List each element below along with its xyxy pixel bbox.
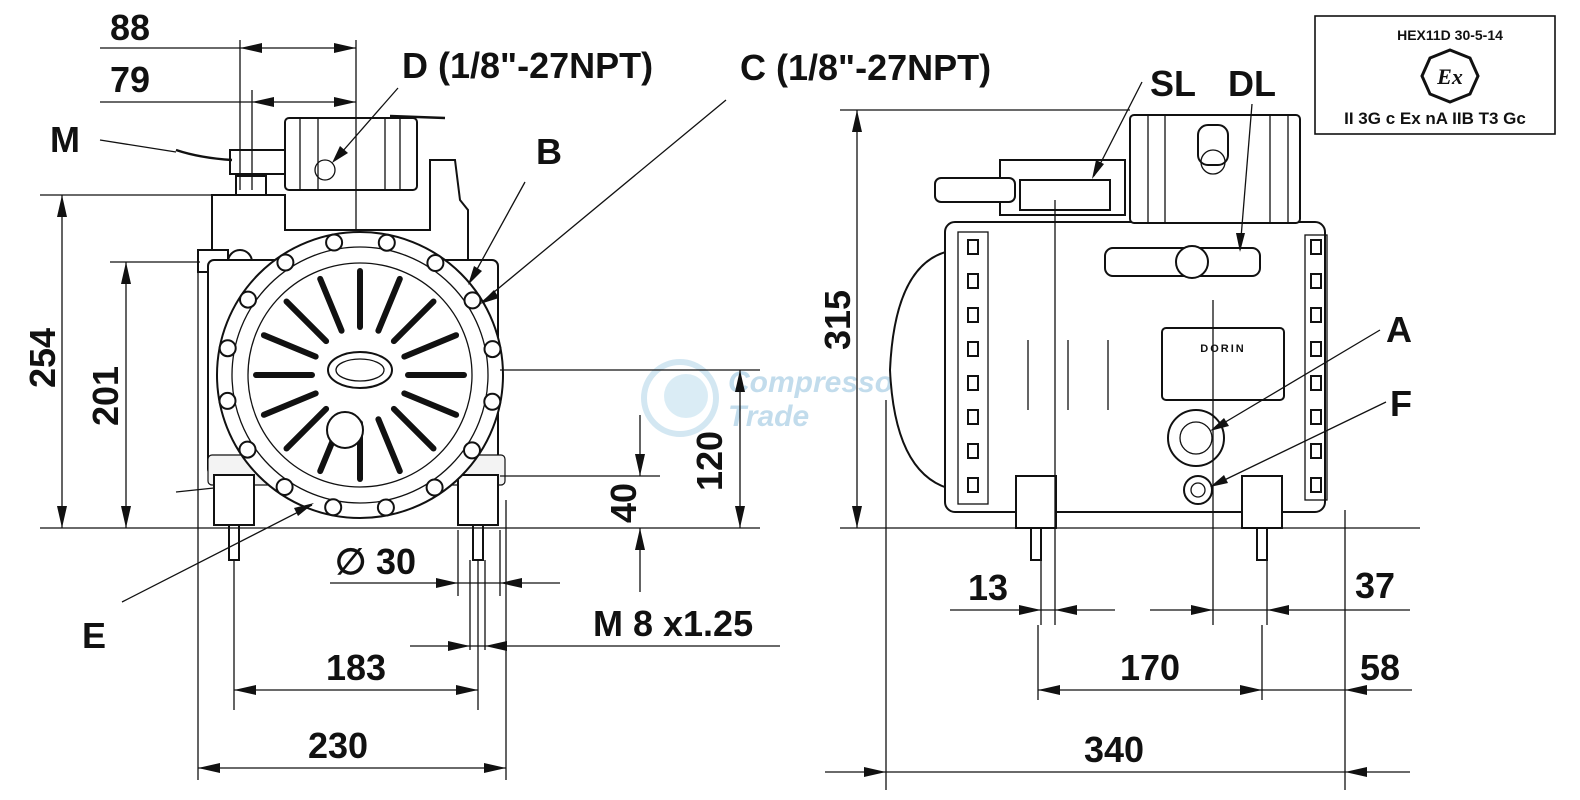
flange-bolt-icon xyxy=(967,307,979,323)
watermark-line2: Trade xyxy=(728,400,809,433)
cover-rib xyxy=(375,416,403,475)
dia-symbol: ∅ xyxy=(335,541,366,582)
fitting-m xyxy=(229,149,286,175)
dim-183: 183 xyxy=(326,647,386,688)
cover-bolt-icon xyxy=(376,498,395,517)
cover-bolt-icon xyxy=(239,290,257,309)
cover-bolt-icon xyxy=(483,340,502,359)
watermark-line1: Compressor xyxy=(728,366,907,399)
flange-bolt-icon xyxy=(967,273,979,289)
flange-bolt-icon xyxy=(967,239,979,255)
dim-315: 315 xyxy=(817,290,858,350)
certification-code: HEX11D 30-5-14 xyxy=(1397,27,1503,43)
watermark-globe-icon xyxy=(641,359,719,437)
label-f: F xyxy=(1390,383,1412,424)
cover-rib xyxy=(317,275,345,334)
flange-bolt-icon xyxy=(967,375,979,391)
flange-bolt-icon xyxy=(1310,307,1322,323)
ex-hexagon-icon xyxy=(1420,48,1480,104)
dim-254: 254 xyxy=(22,328,63,388)
certification-box: HEX11D 30-5-14 Ex II 3G c Ex nA IIB T3 G… xyxy=(1314,15,1556,135)
cover-bolt-icon xyxy=(276,253,295,272)
cover-rib xyxy=(401,332,460,360)
cover-rib xyxy=(390,298,437,345)
flange-bolt-icon xyxy=(1310,273,1322,289)
dim-40: 40 xyxy=(603,483,644,523)
cover-rib xyxy=(283,298,330,345)
cover-bolt-icon xyxy=(463,441,481,460)
flange-bolt-icon xyxy=(1310,409,1322,425)
foot-left xyxy=(213,474,255,526)
certification-rating: II 3G c Ex nA IIB T3 Gc xyxy=(1344,109,1526,128)
label-b: B xyxy=(536,131,562,172)
dim-230: 230 xyxy=(308,725,368,766)
dim-13: 13 xyxy=(968,567,1008,608)
flange-bolt-icon xyxy=(967,341,979,357)
nameplate-brand: DORIN xyxy=(1200,343,1245,355)
label-a: A xyxy=(1386,309,1412,350)
cover-bolt-icon xyxy=(463,291,482,310)
brand-logo-icon xyxy=(327,351,393,389)
dim-201: 201 xyxy=(85,366,126,426)
label-sl: SL xyxy=(1150,63,1196,104)
cover-rib xyxy=(283,405,330,452)
flange-bolt-icon xyxy=(967,443,979,459)
ex-mark: Ex xyxy=(1436,64,1463,89)
cover-bolt-icon xyxy=(325,233,344,252)
dim-170: 170 xyxy=(1120,647,1180,688)
foot-right xyxy=(457,474,499,526)
dim-thread-m8: M 8 x1.25 xyxy=(593,603,753,644)
flange-bolt-icon xyxy=(1310,341,1322,357)
dim-120: 120 xyxy=(689,431,730,491)
nameplate xyxy=(1161,327,1285,401)
cover-rib xyxy=(260,332,319,360)
cover-rib xyxy=(375,275,403,334)
side-foot-right xyxy=(1241,475,1283,529)
front-view: 88 79 M D (1/8"-27NPT) C (1/8"-27NPT) B … xyxy=(22,7,991,780)
cover-bolt-icon xyxy=(275,478,294,496)
terminal-box xyxy=(284,117,418,191)
label-dl: DL xyxy=(1228,63,1276,104)
cover-bolt-icon xyxy=(218,391,237,410)
side-foot-left xyxy=(1015,475,1057,529)
cover-bolt-icon xyxy=(218,339,237,358)
cover-bolt-icon xyxy=(238,440,257,459)
cover-rib xyxy=(260,390,319,418)
flange-bolt-icon xyxy=(1310,477,1322,493)
flange-bolt-icon xyxy=(967,477,979,493)
label-c: C (1/8"-27NPT) xyxy=(740,47,991,88)
side-view: DORIN SL DL A F 315 xyxy=(817,63,1420,790)
motor-end-cap xyxy=(888,248,956,492)
dim-37: 37 xyxy=(1355,565,1395,606)
flange-bolt-icon xyxy=(1310,443,1322,459)
sight-glass-a xyxy=(1167,409,1225,467)
label-d: D (1/8"-27NPT) xyxy=(402,45,653,86)
dim-340: 340 xyxy=(1084,729,1144,770)
dim-88: 88 xyxy=(110,7,150,48)
cover-rib xyxy=(401,390,460,418)
cover-bolt-icon xyxy=(483,392,502,411)
cover-bolt-icon xyxy=(425,478,444,497)
cover-bolt-icon xyxy=(426,254,445,272)
cover-rib xyxy=(390,405,437,452)
flange-bolt-icon xyxy=(967,409,979,425)
watermark: Compressor Trade xyxy=(641,359,907,437)
cylinder-head xyxy=(1129,114,1301,224)
dim-79: 79 xyxy=(110,59,150,100)
flange-bolt-icon xyxy=(1310,239,1322,255)
cover-bolt-icon xyxy=(324,498,343,517)
dim-dia-30: 30 xyxy=(376,541,416,582)
cover-bolt-icon xyxy=(377,233,396,252)
flange-bolt-icon xyxy=(1310,375,1322,391)
suction-fitting xyxy=(934,177,1016,203)
oil-plug-f xyxy=(1183,475,1213,505)
label-m: M xyxy=(50,119,80,160)
dim-58: 58 xyxy=(1360,647,1400,688)
label-e: E xyxy=(82,615,106,656)
